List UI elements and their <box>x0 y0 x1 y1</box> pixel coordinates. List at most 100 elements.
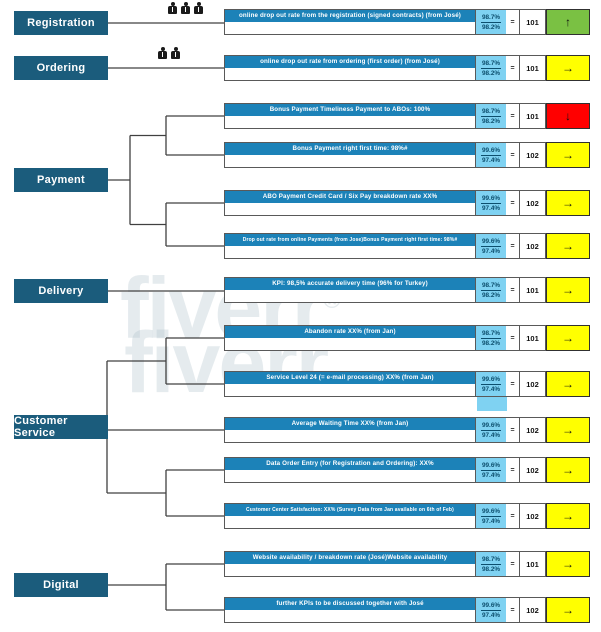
status-arrow-yellow[interactable]: → <box>546 371 590 397</box>
kpi-card[interactable]: Bonus Payment right first time: 98%# <box>224 142 476 168</box>
status-arrow-yellow[interactable]: → <box>546 597 590 623</box>
kpi-row[interactable]: Average Waiting Time XX% (from Jan) 99.6… <box>224 417 590 443</box>
kpi-score: 102 <box>520 190 546 216</box>
kpi-card-body <box>225 564 475 576</box>
kpi-row[interactable]: Service Level 24 (= e-mail processing) X… <box>224 371 590 397</box>
people-icons-registration <box>168 2 203 14</box>
kpi-denominator: 98.2% <box>481 117 501 125</box>
kpi-row[interactable]: Website availability / breakdown rate (J… <box>224 551 590 577</box>
group-label: Registration <box>27 17 95 29</box>
kpi-numerator: 98.7% <box>480 107 502 117</box>
group-label: Delivery <box>38 285 84 297</box>
status-arrow-yellow[interactable]: → <box>546 503 590 529</box>
kpi-row[interactable]: ABO Payment Credit Card / Six Pay breakd… <box>224 190 590 216</box>
kpi-row[interactable]: Data Order Entry (for Registration and O… <box>224 457 590 483</box>
kpi-card[interactable]: Abandon rate XX% (from Jan) <box>224 325 476 351</box>
kpi-ratio-values: 99.6% 97.4% <box>476 504 506 528</box>
kpi-denominator: 98.2% <box>481 23 501 31</box>
kpi-row[interactable]: Drop out rate from online Payments (from… <box>224 233 590 259</box>
group-box-delivery[interactable]: Delivery <box>14 279 108 303</box>
kpi-row[interactable]: Bonus Payment Timeliness Payment to ABOs… <box>224 103 590 129</box>
person-icon <box>168 2 177 14</box>
kpi-ratio-values: 98.7% 98.2% <box>476 326 506 350</box>
kpi-card[interactable]: Service Level 24 (= e-mail processing) X… <box>224 371 476 397</box>
kpi-row[interactable]: Customer Center Satisfaction: XX% (Surve… <box>224 503 590 529</box>
status-arrow-yellow[interactable]: → <box>546 417 590 443</box>
status-arrow-red[interactable]: ↓ <box>546 103 590 129</box>
kpi-score: 102 <box>520 233 546 259</box>
kpi-ratio: 98.7% 98.2% = <box>476 325 520 351</box>
person-icon <box>171 47 180 59</box>
kpi-card[interactable]: Bonus Payment Timeliness Payment to ABOs… <box>224 103 476 129</box>
status-arrow-yellow[interactable]: → <box>546 551 590 577</box>
kpi-denominator: 98.2% <box>481 339 501 347</box>
equals-sign: = <box>506 418 519 442</box>
kpi-title: ABO Payment Credit Card / Six Pay breakd… <box>225 191 475 203</box>
kpi-card[interactable]: further KPIs to be discussed together wi… <box>224 597 476 623</box>
kpi-card[interactable]: Customer Center Satisfaction: XX% (Surve… <box>224 503 476 529</box>
kpi-title: Data Order Entry (for Registration and O… <box>225 458 475 470</box>
kpi-card[interactable]: Average Waiting Time XX% (from Jan) <box>224 417 476 443</box>
group-box-ordering[interactable]: Ordering <box>14 56 108 80</box>
kpi-numerator: 99.6% <box>480 601 502 611</box>
kpi-score: 102 <box>520 457 546 483</box>
kpi-numerator: 98.7% <box>480 555 502 565</box>
kpi-denominator: 97.4% <box>481 204 501 212</box>
kpi-card[interactable]: ABO Payment Credit Card / Six Pay breakd… <box>224 190 476 216</box>
status-arrow-yellow[interactable]: → <box>546 190 590 216</box>
people-icons-ordering <box>158 47 180 59</box>
group-box-digital[interactable]: Digital <box>14 573 108 597</box>
status-arrow-yellow[interactable]: → <box>546 55 590 81</box>
kpi-row[interactable]: Bonus Payment right first time: 98%# 99.… <box>224 142 590 168</box>
group-label: Payment <box>37 174 85 186</box>
group-box-registration[interactable]: Registration <box>14 11 108 35</box>
kpi-denominator: 98.2% <box>481 291 501 299</box>
kpi-numerator: 98.7% <box>480 59 502 69</box>
kpi-ratio-values: 98.7% 98.2% <box>476 552 506 576</box>
kpi-numerator: 98.7% <box>480 13 502 23</box>
kpi-card[interactable]: Website availability / breakdown rate (J… <box>224 551 476 577</box>
kpi-ratio: 98.7% 98.2% = <box>476 551 520 577</box>
kpi-numerator: 98.7% <box>480 329 502 339</box>
kpi-ratio: 99.6% 97.4% = <box>476 457 520 483</box>
kpi-ratio: 98.7% 98.2% = <box>476 55 520 81</box>
status-arrow-yellow[interactable]: → <box>546 233 590 259</box>
kpi-score: 102 <box>520 597 546 623</box>
group-box-payment[interactable]: Payment <box>14 168 108 192</box>
kpi-title: Abandon rate XX% (from Jan) <box>225 326 475 338</box>
equals-sign: = <box>506 10 519 34</box>
kpi-card-body <box>225 610 475 622</box>
kpi-row[interactable]: further KPIs to be discussed together wi… <box>224 597 590 623</box>
group-label: Ordering <box>36 62 86 74</box>
status-arrow-green[interactable]: ↑ <box>546 9 590 35</box>
kpi-denominator: 97.4% <box>481 156 501 164</box>
status-arrow-yellow[interactable]: → <box>546 142 590 168</box>
status-arrow-yellow[interactable]: → <box>546 457 590 483</box>
status-arrow-yellow[interactable]: → <box>546 277 590 303</box>
kpi-ratio-values: 98.7% 98.2% <box>476 10 506 34</box>
kpi-title: Average Waiting Time XX% (from Jan) <box>225 418 475 430</box>
kpi-score: 102 <box>520 503 546 529</box>
group-box-customer-service[interactable]: Customer Service <box>14 415 108 439</box>
kpi-ratio: 99.6% 97.4% = <box>476 142 520 168</box>
kpi-card-body <box>225 338 475 350</box>
kpi-ratio: 99.6% 97.4% = <box>476 417 520 443</box>
kpi-card-body <box>225 246 475 258</box>
kpi-card[interactable]: online drop out rate from ordering (firs… <box>224 55 476 81</box>
kpi-row[interactable]: online drop out rate from the registrati… <box>224 9 590 35</box>
status-arrow-yellow[interactable]: → <box>546 325 590 351</box>
ratio-tail-block <box>477 397 507 411</box>
kpi-row[interactable]: KPI: 98,5% accurate delivery time (96% f… <box>224 277 590 303</box>
kpi-card[interactable]: Drop out rate from online Payments (from… <box>224 233 476 259</box>
kpi-denominator: 97.4% <box>481 385 501 393</box>
kpi-card[interactable]: online drop out rate from the registrati… <box>224 9 476 35</box>
kpi-denominator: 97.4% <box>481 431 501 439</box>
kpi-numerator: 99.6% <box>480 421 502 431</box>
kpi-numerator: 99.6% <box>480 194 502 204</box>
kpi-denominator: 97.4% <box>481 471 501 479</box>
kpi-card[interactable]: KPI: 98,5% accurate delivery time (96% f… <box>224 277 476 303</box>
kpi-row[interactable]: online drop out rate from ordering (firs… <box>224 55 590 81</box>
kpi-card-body <box>225 430 475 442</box>
kpi-row[interactable]: Abandon rate XX% (from Jan) 98.7% 98.2% … <box>224 325 590 351</box>
kpi-card[interactable]: Data Order Entry (for Registration and O… <box>224 457 476 483</box>
